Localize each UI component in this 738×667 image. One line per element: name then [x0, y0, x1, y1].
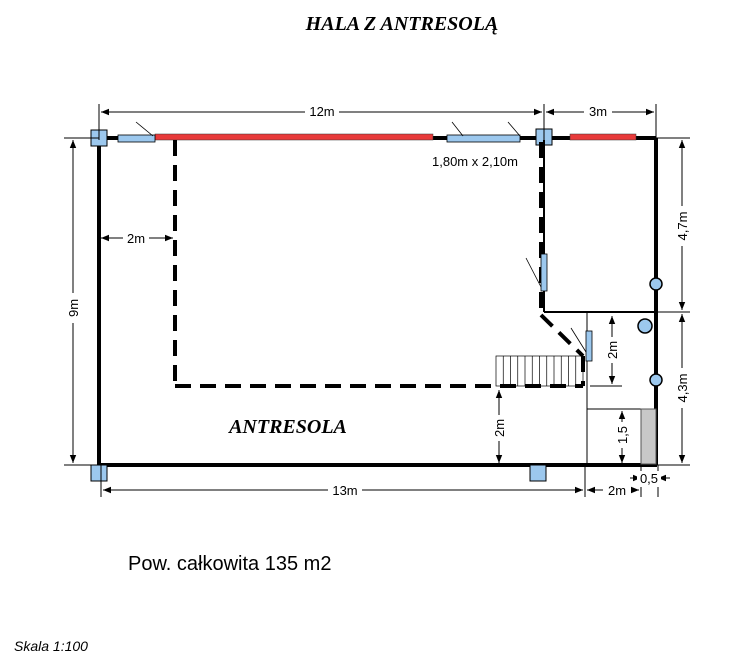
mezzanine-label: ANTRESOLA — [227, 416, 347, 438]
pipe-circle-middle — [637, 318, 653, 334]
dim-stairs-height: 2m — [605, 341, 620, 359]
dim-window-size: 1,80m x 2,10m — [432, 154, 518, 169]
inner-door-lower — [585, 330, 593, 362]
gate-door — [640, 408, 657, 465]
dimension-lines — [64, 104, 690, 497]
dim-top-width: 12m — [309, 104, 334, 119]
window-blue-top-2 — [446, 134, 521, 143]
window-red-top-right — [569, 133, 637, 141]
dim-mezz-offset-bottom: 2m — [492, 419, 507, 437]
outer-walls — [97, 136, 658, 467]
dim-top-right-width: 3m — [589, 104, 607, 119]
column-bottom-mid — [529, 464, 547, 482]
inner-door-upper — [540, 253, 548, 292]
dim-bottom-right-width: 2m — [608, 483, 626, 498]
dim-left-height: 9m — [66, 299, 81, 317]
stairs — [495, 355, 584, 387]
dim-right-upper-height: 4,7m — [675, 212, 690, 241]
dim-mezz-offset-left: 2m — [127, 231, 145, 246]
plan-title: HALA Z ANTRESOLĄ — [305, 13, 499, 35]
dim-bottom-width: 13m — [332, 483, 357, 498]
mezzanine-outline — [173, 140, 585, 388]
dim-bottom-right-gap: 0,5 — [640, 471, 658, 486]
window-red-top-left — [154, 133, 434, 141]
room-walls — [543, 140, 656, 465]
pipe-circle-lower — [649, 373, 663, 387]
dim-right-lower-height: 4,3m — [675, 374, 690, 403]
column-bottom-left — [90, 464, 108, 482]
window-blue-top-1 — [117, 134, 156, 143]
dim-door-height: 1,5 — [615, 426, 630, 444]
total-area-label: Pow. całkowita 135 m2 — [128, 553, 331, 575]
pipe-circle-upper — [649, 277, 663, 291]
scale-label: Skala 1:100 — [14, 638, 88, 654]
